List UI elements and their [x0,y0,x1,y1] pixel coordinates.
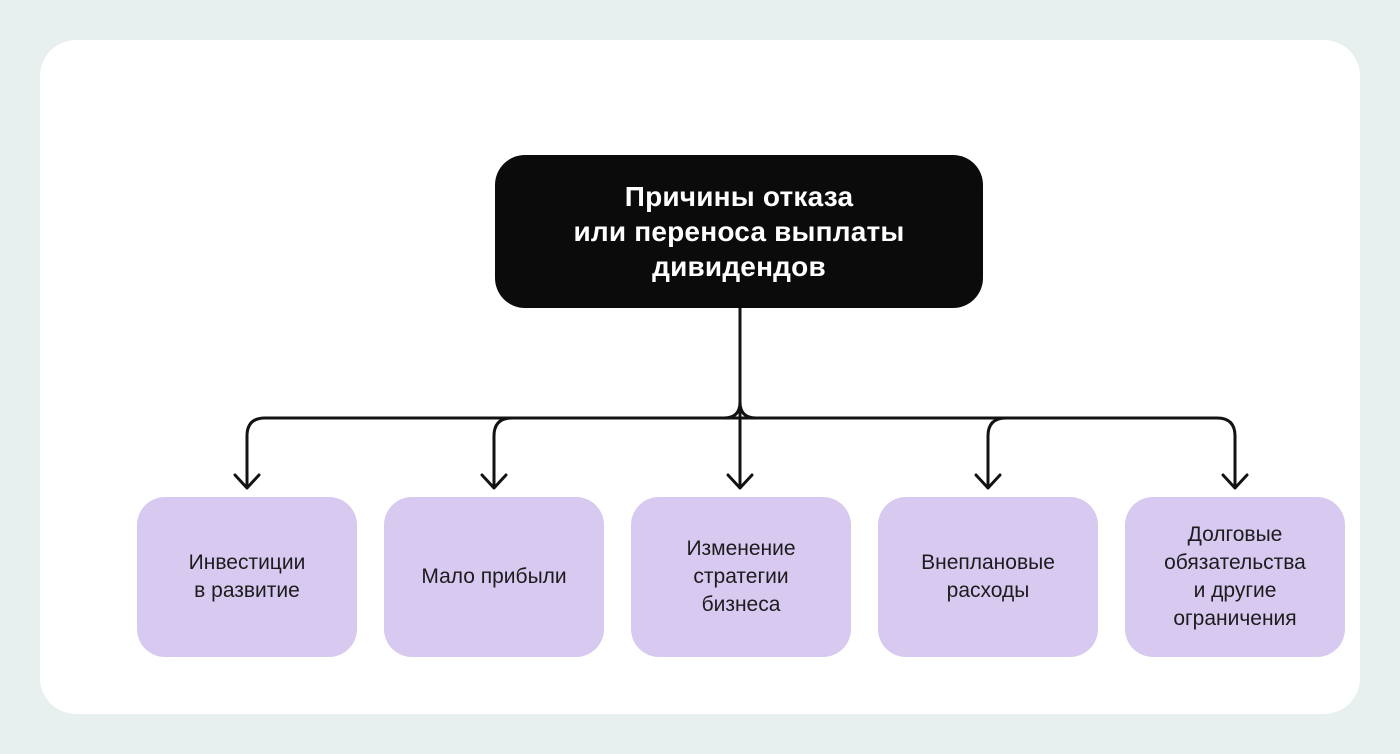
root-node: Причины отказа или переноса выплаты диви… [495,155,983,308]
arrow-down-icon [480,473,508,490]
node-unplanned-expenses: Внеплановые расходы [878,497,1098,657]
node-investments: Инвестиции в развитие [137,497,357,657]
arrow-down-icon [974,473,1002,490]
node-low-profit-label: Мало прибыли [421,565,567,588]
node-investments-label: Инвестиции в развитие [188,551,306,602]
node-strategy-change: Изменение стратегии бизнеса [631,497,851,657]
connector-lines [245,308,1237,487]
node-low-profit: Мало прибыли [384,497,604,657]
node-debt-obligations: Долговые обязательства и другие ограниче… [1125,497,1345,657]
root-node-label: Причины отказа или переноса выплаты диви… [573,181,905,282]
arrow-down-icon [233,473,261,490]
arrow-down-icon [726,473,754,490]
node-unplanned-expenses-label: Внеплановые расходы [921,551,1055,602]
arrow-down-icon [1221,473,1249,490]
arrow-down-icons [233,473,1249,490]
node-strategy-change-label: Изменение стратегии бизнеса [686,537,796,616]
diagram-card: Причины отказа или переноса выплаты диви… [40,40,1360,714]
node-debt-obligations-label: Долговые обязательства и другие ограниче… [1164,523,1306,630]
